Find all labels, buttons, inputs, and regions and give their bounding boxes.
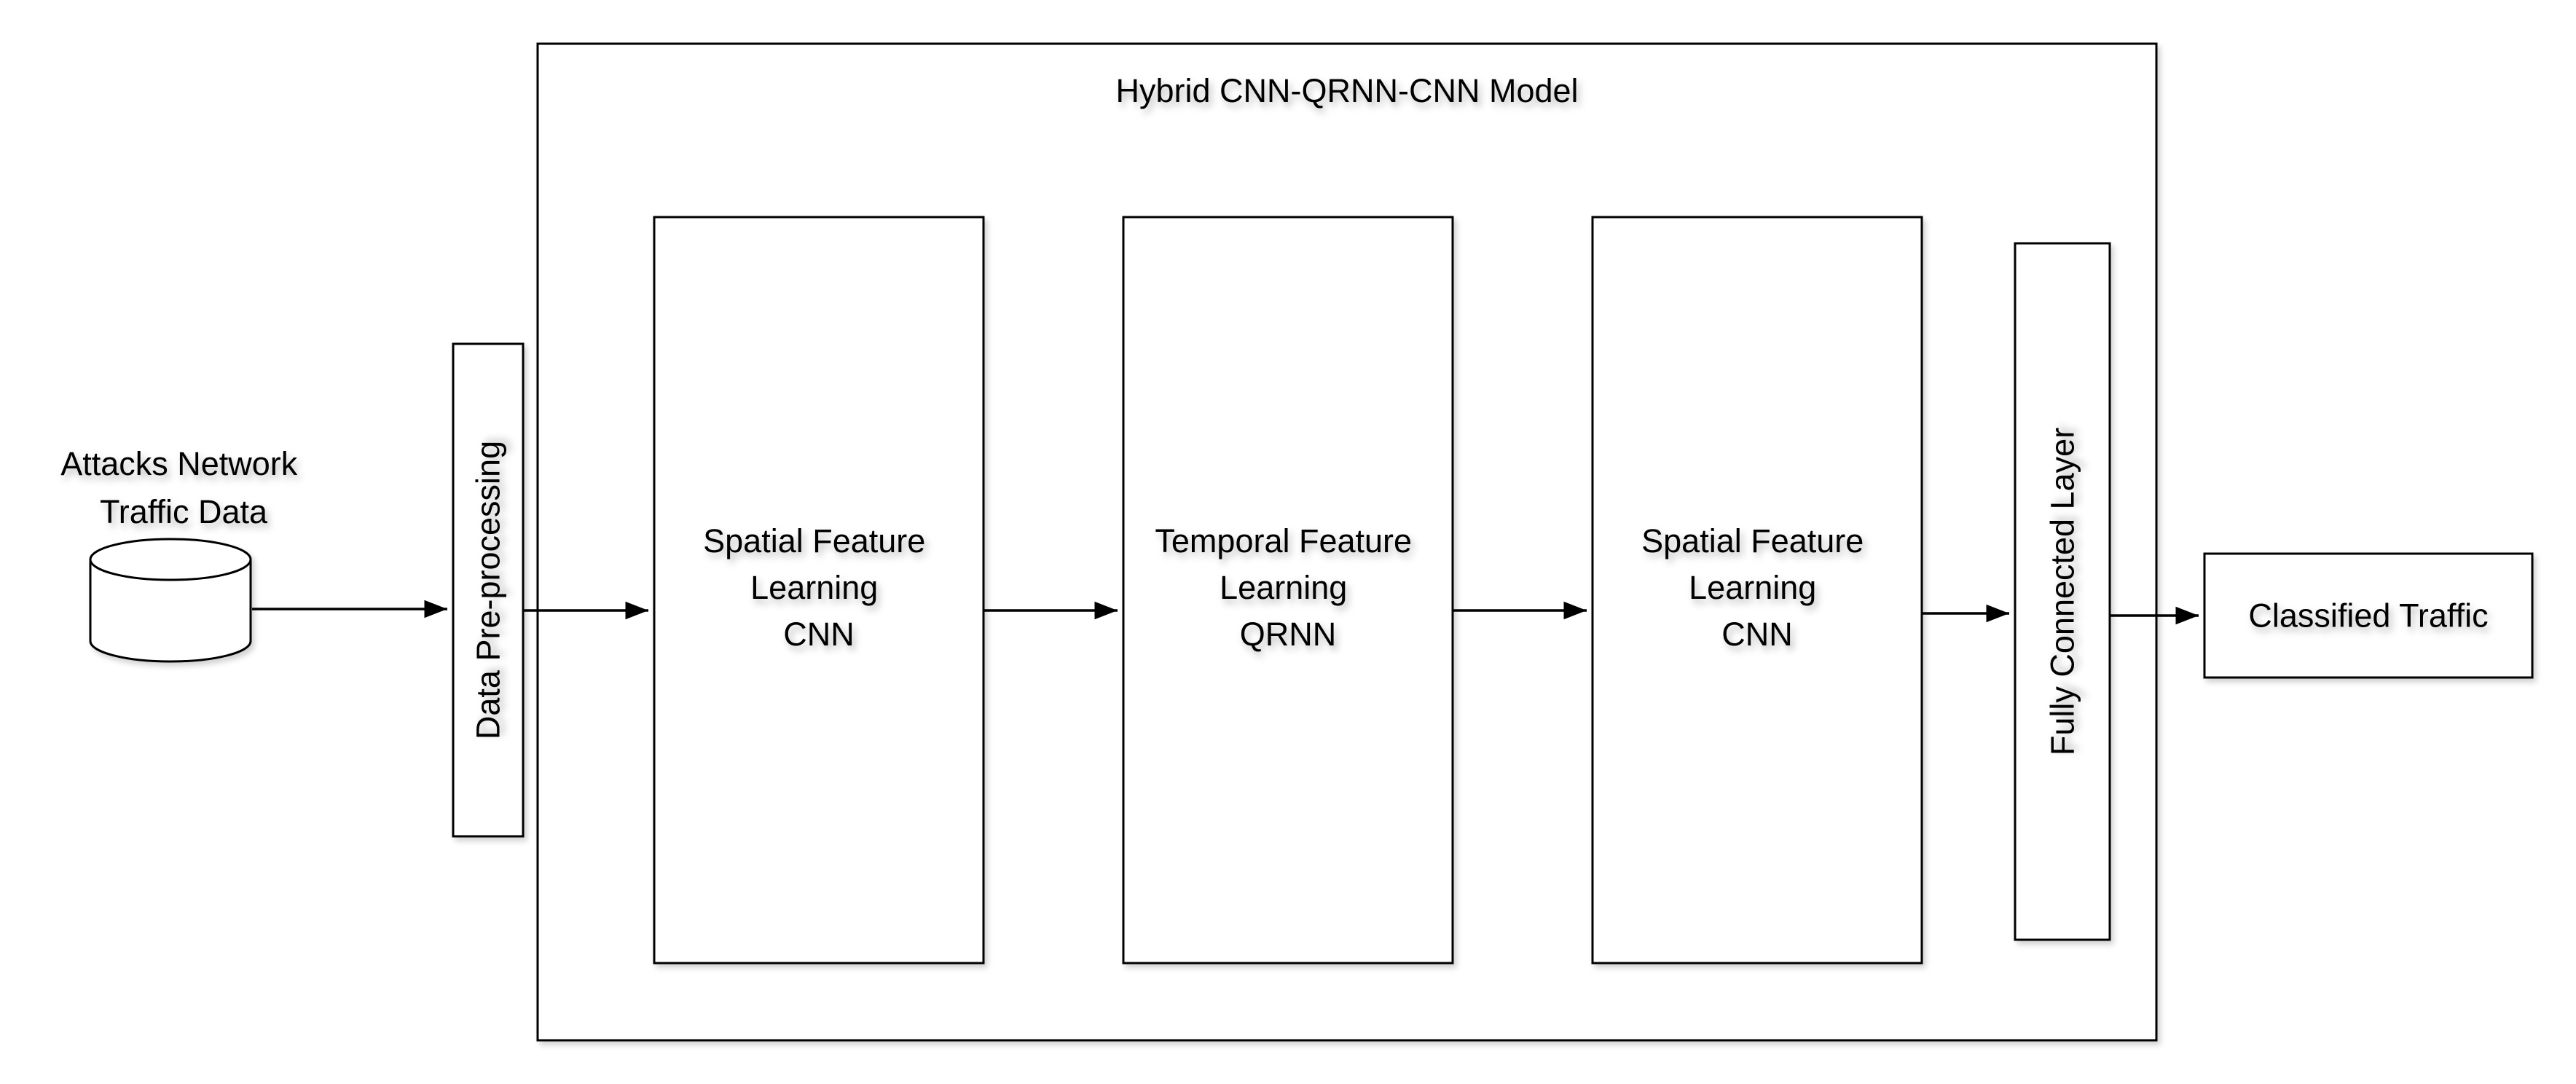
output-node: Classified Traffic [2203, 552, 2534, 679]
qrnn-node: Temporal Feature Learning QRNN [1122, 216, 1454, 965]
cnn-first-label: Spatial Feature Learning CNN [703, 522, 935, 653]
preprocessing-node: Data Pre-processing [452, 342, 525, 838]
cnn-first-node: Spatial Feature Learning CNN [653, 216, 985, 965]
cnn-second-node: Spatial Feature Learning CNN [1591, 216, 1923, 965]
preprocessing-label: Data Pre-processing [470, 441, 507, 739]
fully-connected-node: Fully Connected Layer [2014, 242, 2111, 941]
cnn-second-label: Spatial Feature Learning CNN [1641, 522, 1873, 653]
model-title: Hybrid CNN-QRNN-CNN Model [1115, 72, 1578, 109]
qrnn-label: Temporal Feature Learning QRNN [1155, 522, 1421, 653]
output-label: Classified Traffic [2248, 597, 2488, 635]
input-data-node: Attacks Network Traffic Data [60, 445, 307, 663]
database-icon [89, 538, 252, 663]
input-data-label: Attacks Network Traffic Data [60, 445, 307, 530]
fully-connected-label: Fully Connected Layer [2044, 428, 2081, 755]
